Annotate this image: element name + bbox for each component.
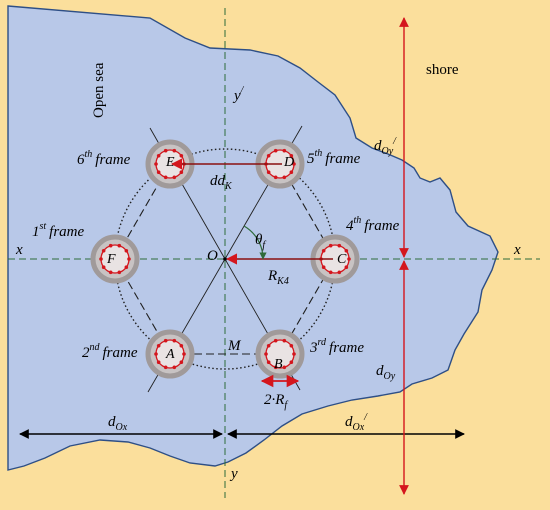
- frame-node-label: A: [165, 347, 175, 362]
- frame-node-label: D: [283, 155, 294, 170]
- mooring-point: [337, 243, 342, 248]
- mooring-point: [266, 153, 271, 158]
- mooring-point: [172, 365, 177, 370]
- mooring-point: [163, 338, 168, 343]
- mooring-point: [266, 170, 271, 175]
- origin-label: O: [207, 248, 218, 264]
- mooring-point: [179, 343, 184, 348]
- frame-node-label: F: [106, 252, 116, 267]
- mooring-point: [108, 243, 113, 248]
- ddk-label: ddK: [210, 173, 233, 192]
- mooring-point: [282, 148, 287, 153]
- mooring-point: [289, 360, 294, 365]
- mooring-point: [266, 343, 271, 348]
- mooring-point: [328, 243, 333, 248]
- mooring-point: [292, 352, 296, 356]
- mooring-point: [321, 248, 326, 253]
- open-sea-label: Open sea: [91, 62, 107, 118]
- mooring-point: [273, 148, 278, 153]
- origin-point: [223, 257, 227, 261]
- mooring-point: [264, 352, 268, 356]
- mooring-point: [156, 153, 161, 158]
- axis-y-prime-top: y/: [232, 85, 245, 104]
- mooring-point: [289, 153, 294, 158]
- mooring-point: [273, 338, 278, 343]
- mooring-point: [99, 257, 103, 261]
- mooring-point: [172, 338, 177, 343]
- mooring-point: [179, 153, 184, 158]
- mooring-point: [266, 360, 271, 365]
- mooring-point: [156, 343, 161, 348]
- axis-x-right: x: [513, 242, 521, 258]
- frame-node-label: B: [274, 357, 283, 372]
- mooring-point: [108, 270, 113, 275]
- mooring-point: [282, 365, 287, 370]
- mooring-point: [124, 265, 129, 270]
- dox-prime-label: dOx/: [345, 412, 368, 433]
- doy-prime-label: dOy/: [374, 136, 397, 157]
- shore-label: shore: [426, 62, 459, 78]
- mooring-point: [117, 270, 122, 275]
- frame-node-label: E: [165, 155, 175, 170]
- mooring-point: [273, 365, 278, 370]
- mooring-point: [101, 265, 106, 270]
- mooring-point: [179, 170, 184, 175]
- mooring-point: [182, 352, 186, 356]
- dox-label: dOx: [108, 414, 128, 433]
- mooring-point: [154, 162, 158, 166]
- mooring-point: [127, 257, 131, 261]
- axis-x-left: x: [15, 242, 23, 258]
- mooring-point: [179, 360, 184, 365]
- mooring-point: [172, 148, 177, 153]
- theta-label: θf: [255, 232, 266, 251]
- midpoint-label: M: [227, 338, 242, 354]
- mooring-point: [347, 257, 351, 261]
- mooring-point: [101, 248, 106, 253]
- mooring-point: [344, 265, 349, 270]
- mooring-point: [156, 360, 161, 365]
- mooring-point: [117, 243, 122, 248]
- two-rf-label: 2·Rf: [264, 392, 288, 411]
- mooring-point: [163, 175, 168, 180]
- mooring-point: [321, 265, 326, 270]
- frame-node-label: C: [337, 252, 347, 267]
- mooring-point: [292, 162, 296, 166]
- mooring-point: [172, 175, 177, 180]
- mooring-point: [289, 170, 294, 175]
- mooring-point: [154, 352, 158, 356]
- doy-label: dOy: [376, 363, 396, 382]
- mooring-point: [124, 248, 129, 253]
- theta-arc: [243, 225, 267, 260]
- mooring-point: [344, 248, 349, 253]
- mooring-point: [163, 148, 168, 153]
- mooring-point: [163, 365, 168, 370]
- axis-y-bottom: y: [229, 466, 238, 482]
- rk4-label: RK4: [267, 268, 289, 287]
- mooring-point: [289, 343, 294, 348]
- mooring-point: [328, 270, 333, 275]
- mooring-point: [282, 338, 287, 343]
- mooring-point: [282, 175, 287, 180]
- mooring-point: [337, 270, 342, 275]
- mooring-point: [273, 175, 278, 180]
- open-sea-area: [7, 5, 499, 471]
- mooring-point: [156, 170, 161, 175]
